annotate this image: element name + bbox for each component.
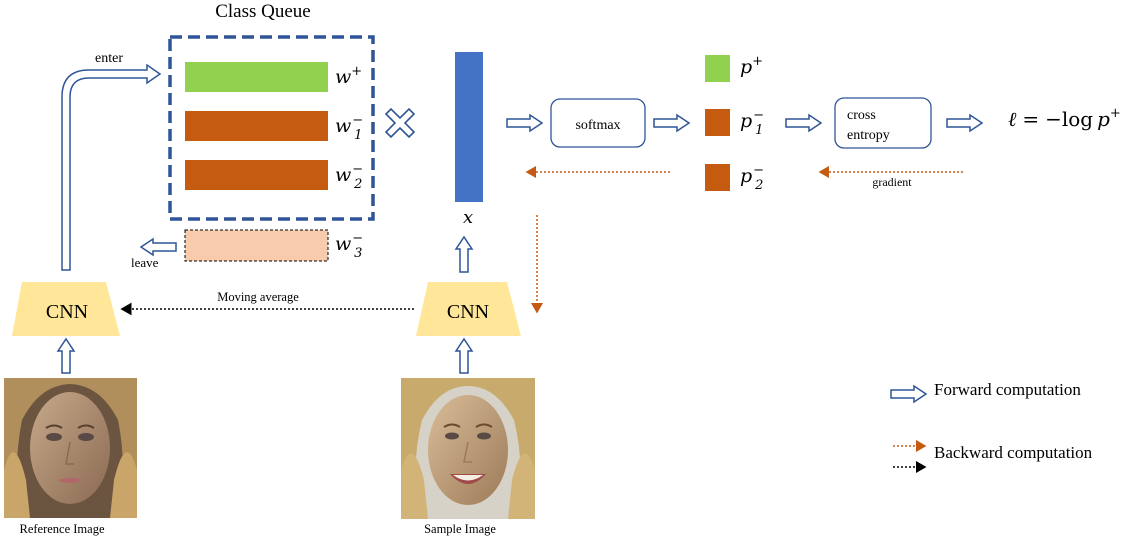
leave-label: leave [131,255,159,270]
forward-arrow-sample-to-cnn [454,337,474,374]
legend-forward-arrow-icon [890,384,928,404]
queue-label-w-plus: w+ [335,64,362,88]
prob-label-p-plus: p+ [740,54,763,78]
reference-face-image [4,378,137,518]
softmax-box [550,98,646,148]
forward-arrow-cnn-to-feature [454,235,474,273]
multiply-icon [384,107,416,139]
forward-arrow-to-cross-entropy [785,113,823,133]
cross-entropy-box [834,97,932,149]
leaving-bar-w3-minus [184,229,329,262]
sample-image-caption: Sample Image [424,522,496,536]
legend-forward-label: Forward computation [934,380,1081,399]
cnn-right-label: CNN [447,301,489,323]
softmax-label: softmax [575,118,620,133]
gradient-label: gradient [872,175,912,189]
cross-entropy-label-line1: cross [847,108,876,123]
queue-bar-w2-minus [185,160,328,190]
leaving-label-w3-minus: w−3 [335,231,363,261]
queue-label-w1-minus: w−1 [335,113,363,143]
prob-square-p-plus [705,55,730,82]
moving-average-label: Moving average [217,290,299,304]
enter-arrow [61,63,162,271]
prob-label-p1-minus: p−1 [740,108,764,138]
forward-arrow-to-probs [653,113,691,133]
class-queue-title: Class Queue [215,1,311,22]
queue-bar-w-plus [185,62,328,92]
forward-arrow-to-softmax [506,113,544,133]
enter-label: enter [95,51,123,66]
feature-vector-bar [455,52,483,202]
forward-arrow-to-loss [946,113,984,133]
forward-arrow-reference-to-cnn [56,337,76,374]
legend-backward-label: Backward computation [934,443,1093,462]
prob-label-p2-minus: p−2 [740,163,764,193]
queue-bar-w1-minus [185,111,328,141]
class-queue-box [168,35,375,221]
cnn-left-label: CNN [46,301,88,323]
prob-square-p2-minus [705,164,730,191]
prob-square-p1-minus [705,109,730,136]
queue-label-w2-minus: w−2 [335,162,363,192]
feature-vector-label: x [463,207,473,228]
leave-arrow [139,237,177,257]
cross-entropy-label-line2: entropy [847,128,890,143]
reference-image-caption: Reference Image [19,522,104,536]
sample-face-image [401,378,535,519]
cnn-left [12,282,120,336]
cnn-right [416,282,521,336]
